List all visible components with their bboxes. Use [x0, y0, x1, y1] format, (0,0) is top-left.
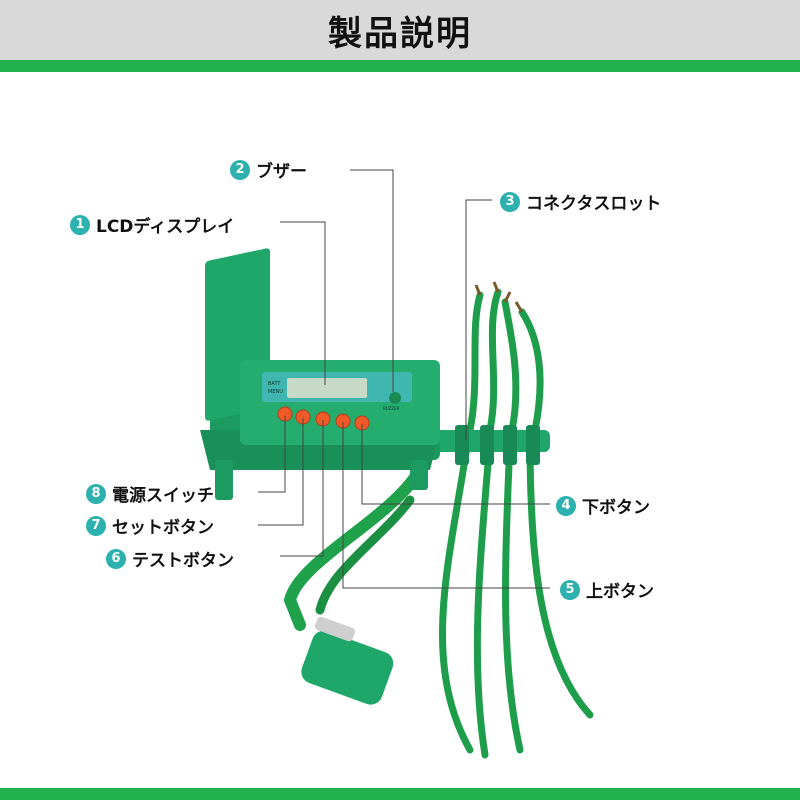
header-bar: 製品説明: [0, 0, 800, 60]
callout-buzzer: 2 ブザー: [230, 157, 307, 182]
top-green-divider: [0, 60, 800, 72]
up-button: [335, 413, 351, 429]
callout-set-button: 7 セットボタン: [86, 513, 214, 538]
callout-label: LCDディスプレイ: [96, 217, 235, 237]
tube-7: [501, 298, 520, 434]
svg-text:BATT: BATT: [268, 381, 281, 387]
callout-label: テストボタン: [132, 551, 234, 571]
page-title: 製品説明: [328, 13, 472, 54]
svg-text:BUZZER: BUZZER: [383, 406, 400, 411]
callout-label: 電源スイッチ: [112, 486, 214, 506]
callout-up-button: 5 上ボタン: [560, 577, 654, 602]
callout-number: 3: [500, 191, 520, 212]
tube-1: [439, 436, 474, 754]
tube-8: [518, 308, 544, 434]
inlet-hose: [283, 464, 426, 631]
tube-bundle: [439, 288, 594, 759]
pump-unit: [301, 616, 394, 705]
test-button: [315, 411, 331, 427]
svg-text:MENU: MENU: [268, 389, 283, 395]
callout-number: 2: [230, 159, 250, 180]
callout-number: 7: [86, 515, 106, 536]
set-button: [295, 409, 311, 425]
callout-label: 上ボタン: [586, 582, 654, 602]
callout-label: 下ボタン: [582, 498, 650, 518]
callout-down-button: 4 下ボタン: [556, 493, 650, 518]
callout-lcd-display: 1 LCDディスプレイ: [70, 212, 234, 237]
tube-6: [486, 288, 502, 434]
lcd-screen: [287, 378, 367, 398]
power-switch-button: [277, 406, 293, 422]
tube-5: [466, 291, 484, 434]
callout-connector-slot: 3 コネクタスロット: [500, 189, 661, 214]
callout-number: 1: [70, 214, 90, 235]
callout-power-switch: 8 電源スイッチ: [86, 481, 214, 506]
callout-test-button: 6 テストボタン: [106, 546, 234, 571]
down-button: [354, 415, 370, 431]
callout-label: セットボタン: [112, 518, 214, 538]
callout-number: 4: [556, 495, 576, 516]
buzzer: [389, 392, 401, 404]
callout-number: 5: [560, 579, 580, 600]
callout-label: ブザー: [256, 162, 307, 182]
bottom-green-divider: [0, 788, 800, 800]
callout-label: コネクタスロット: [526, 194, 662, 214]
tube-2: [473, 436, 494, 759]
callout-number: 6: [106, 548, 126, 569]
tube-3: [502, 436, 524, 754]
controller-body: BATT MENU BUZZER: [200, 248, 440, 470]
callout-number: 8: [86, 483, 106, 504]
